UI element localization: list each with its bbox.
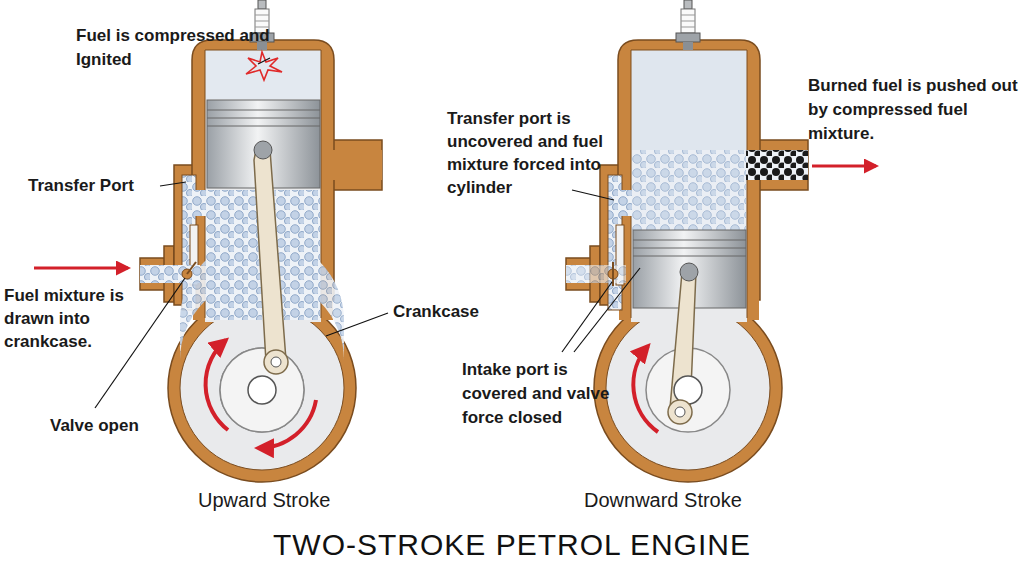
callout-label: Upward Stroke (198, 488, 368, 512)
callout-label: Fuel is compressed and Ignited (76, 24, 276, 72)
callout-label: Burned fuel is pushed out by compressed … (808, 74, 1020, 146)
callout-label: Transfer port is uncovered and fuel mixt… (447, 107, 605, 199)
callout-label: Crankcase (393, 301, 503, 323)
flow-arrow (34, 267, 128, 270)
callout-label: Fuel mixture is drawn into crankcase. (4, 284, 144, 353)
callout-label: Intake port is covered and valve force c… (462, 358, 617, 430)
callout-label: Transfer Port (28, 175, 168, 197)
callout-label: Valve open (50, 415, 180, 437)
diagram-title: TWO-STROKE PETROL ENGINE (0, 527, 1024, 563)
flow-arrow (812, 165, 876, 168)
callout-label: Downward Stroke (584, 488, 774, 512)
leader-lines (95, 58, 640, 408)
